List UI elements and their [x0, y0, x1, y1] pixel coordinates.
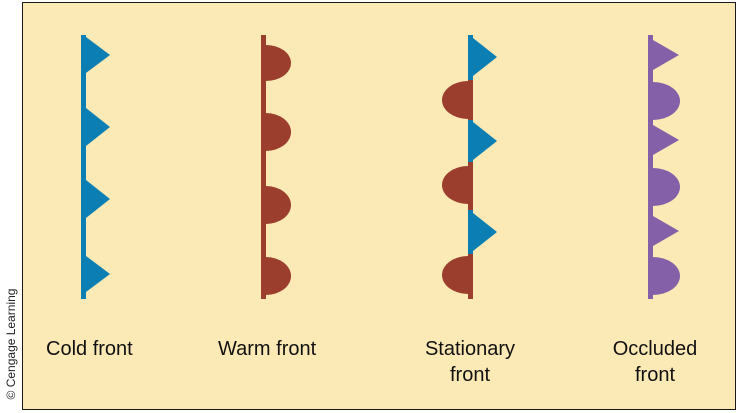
cold-front-label-line-1: Cold front — [46, 338, 133, 360]
stationary-front-semicircle-3 — [442, 256, 468, 294]
stationary-front-line-red-3 — [468, 254, 473, 299]
cold-front-symbol — [81, 35, 110, 299]
diagram-panel — [22, 2, 736, 410]
cold-front-triangle-1 — [86, 37, 110, 73]
warm-front-semicircle-4 — [266, 257, 291, 295]
stationary-front-label-line-1: Stationary — [424, 338, 516, 360]
stationary-front-line-blue-2 — [468, 120, 473, 162]
cold-front-triangle-4 — [86, 256, 110, 292]
occluded-front-semicircle-2 — [653, 168, 680, 206]
stationary-front-line-red-2 — [468, 162, 473, 210]
occluded-front-line — [648, 35, 653, 299]
occluded-front-symbol — [648, 35, 680, 299]
occluded-front-label-line-1: Occluded — [612, 338, 698, 360]
stationary-front-line-red-1 — [468, 80, 473, 120]
warm-front-semicircle-2 — [266, 113, 291, 151]
warm-front-label: Warm front — [218, 336, 338, 362]
stationary-front-semicircle-2 — [442, 166, 468, 204]
stationary-front-line-blue-3 — [468, 210, 473, 254]
stationary-front-label-line-2: front — [449, 364, 491, 386]
warm-front-label-line-1: Warm front — [218, 338, 317, 360]
occluded-front-semicircle-1 — [653, 82, 680, 120]
cold-front-line — [81, 35, 86, 299]
stationary-front-triangle-1 — [473, 38, 497, 76]
warm-front-line — [261, 35, 266, 299]
occluded-front-label: Occluded front — [605, 336, 705, 388]
cold-front-triangle-3 — [86, 180, 110, 218]
stationary-front-label: Stationary front — [410, 336, 530, 388]
occluded-front-triangle-3 — [653, 216, 679, 246]
stationary-front-triangle-2 — [473, 122, 497, 160]
occluded-front-triangle-1 — [653, 40, 679, 70]
occluded-front-triangle-2 — [653, 125, 679, 155]
stationary-front-symbol — [442, 35, 497, 299]
cold-front-label: Cold front — [46, 336, 150, 362]
warm-front-symbol — [261, 35, 291, 299]
cold-front-triangle-2 — [86, 108, 110, 146]
stationary-front-line-blue-1 — [468, 35, 473, 80]
occluded-front-label-line-2: front — [634, 364, 676, 386]
stationary-front-triangle-3 — [473, 213, 497, 251]
warm-front-semicircle-1 — [266, 45, 291, 81]
stationary-front-semicircle-1 — [442, 81, 468, 119]
occluded-front-semicircle-3 — [653, 257, 680, 295]
warm-front-semicircle-3 — [266, 186, 291, 224]
